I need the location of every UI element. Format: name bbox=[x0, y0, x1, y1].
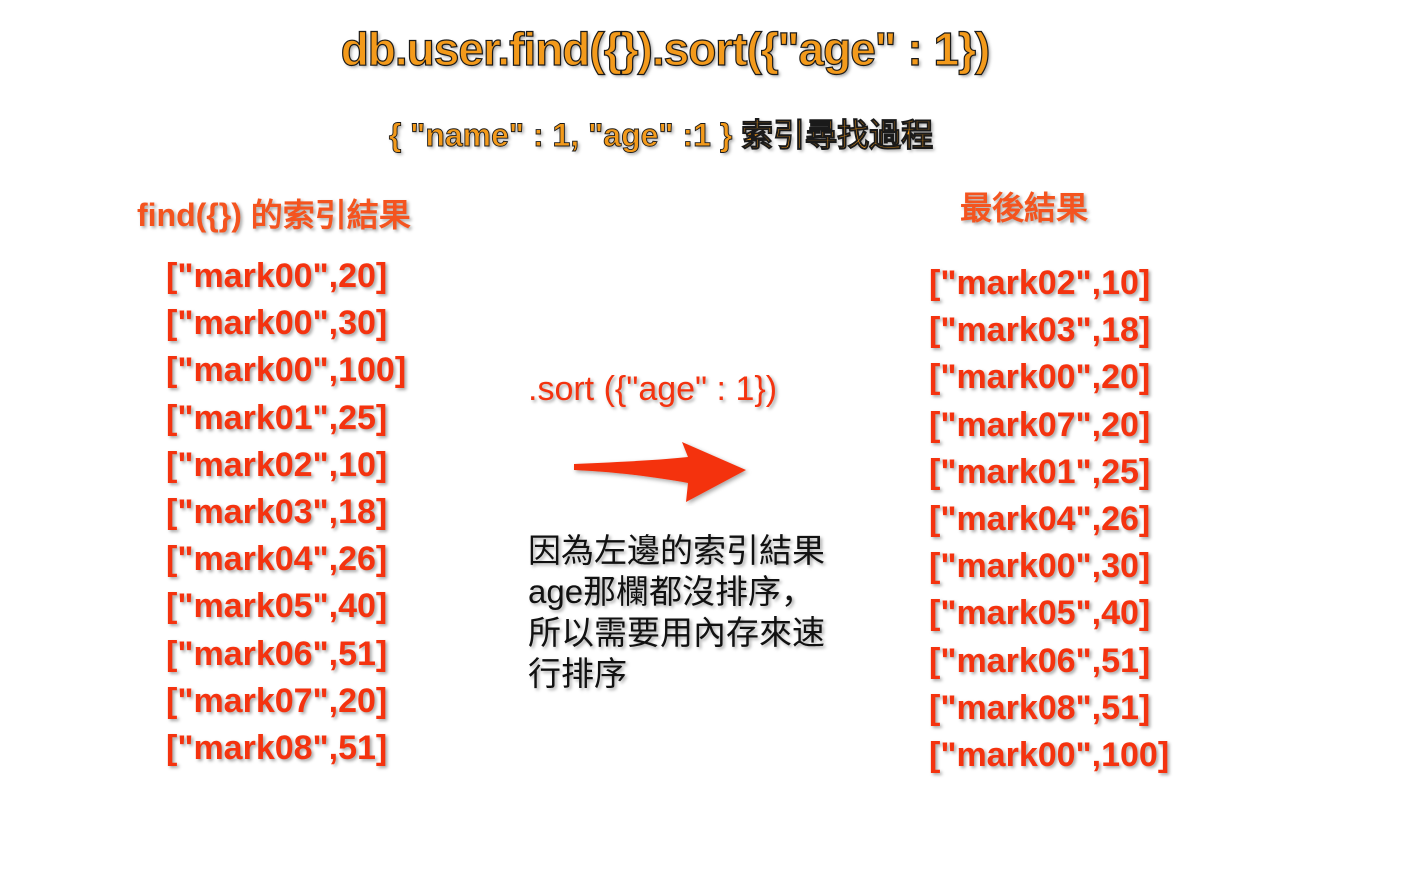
arrow-right-icon bbox=[574, 442, 746, 502]
list-item: ["mark05",40] bbox=[166, 587, 388, 626]
explanation-line: 因為左邊的索引結果 bbox=[528, 532, 825, 569]
list-item: ["mark08",51] bbox=[166, 728, 388, 767]
list-item: ["mark04",26] bbox=[166, 540, 388, 579]
list-item: ["mark00",20] bbox=[166, 257, 388, 295]
explanation-line: age那欄都沒排序， bbox=[528, 573, 815, 610]
list-item: ["mark02",10] bbox=[166, 445, 388, 484]
list-item: ["mark07",20] bbox=[929, 405, 1151, 444]
list-item: ["mark06",51] bbox=[166, 634, 388, 673]
main-title: db.user.find({}).sort({"age" : 1}) bbox=[340, 22, 991, 75]
explanation-line: 行排序 bbox=[528, 655, 627, 692]
final-result-list: ["mark02",10] ["mark03",18] ["mark00",20… bbox=[929, 260, 1169, 779]
subtitle: { "name" : 1, "age" :1 } 索引尋找過程 bbox=[388, 117, 934, 154]
explanation-line: 所以需要用內存來速 bbox=[528, 614, 825, 651]
list-item: ["mark00",20] bbox=[929, 358, 1151, 397]
list-item: ["mark08",51] bbox=[929, 688, 1151, 727]
list-item: ["mark07",20] bbox=[166, 681, 388, 720]
list-item: ["mark04",26] bbox=[929, 499, 1151, 538]
list-item: ["mark00",100] bbox=[166, 351, 407, 390]
list-item: ["mark01",25] bbox=[166, 398, 388, 437]
list-item: ["mark00",30] bbox=[166, 304, 388, 343]
list-item: ["mark03",18] bbox=[929, 311, 1151, 350]
sort-label: .sort ({"age" : 1}) bbox=[528, 370, 778, 408]
list-item: ["mark02",10] bbox=[929, 264, 1151, 302]
list-item: ["mark01",25] bbox=[929, 452, 1151, 491]
explanation-text: 因為左邊的索引結果 age那欄都沒排序， 所以需要用內存來速 行排序 bbox=[528, 530, 868, 694]
list-item: ["mark05",40] bbox=[929, 594, 1151, 633]
list-item: ["mark06",51] bbox=[929, 641, 1151, 680]
left-index-result-list: ["mark00",20] ["mark00",30] ["mark00",10… bbox=[166, 253, 406, 772]
right-column-heading: 最後結果 bbox=[960, 190, 1089, 226]
list-item: ["mark00",100] bbox=[929, 735, 1170, 774]
left-column-heading: find({}) 的索引結果 bbox=[137, 197, 411, 233]
list-item: ["mark00",30] bbox=[929, 547, 1151, 586]
list-item: ["mark03",18] bbox=[166, 492, 388, 531]
